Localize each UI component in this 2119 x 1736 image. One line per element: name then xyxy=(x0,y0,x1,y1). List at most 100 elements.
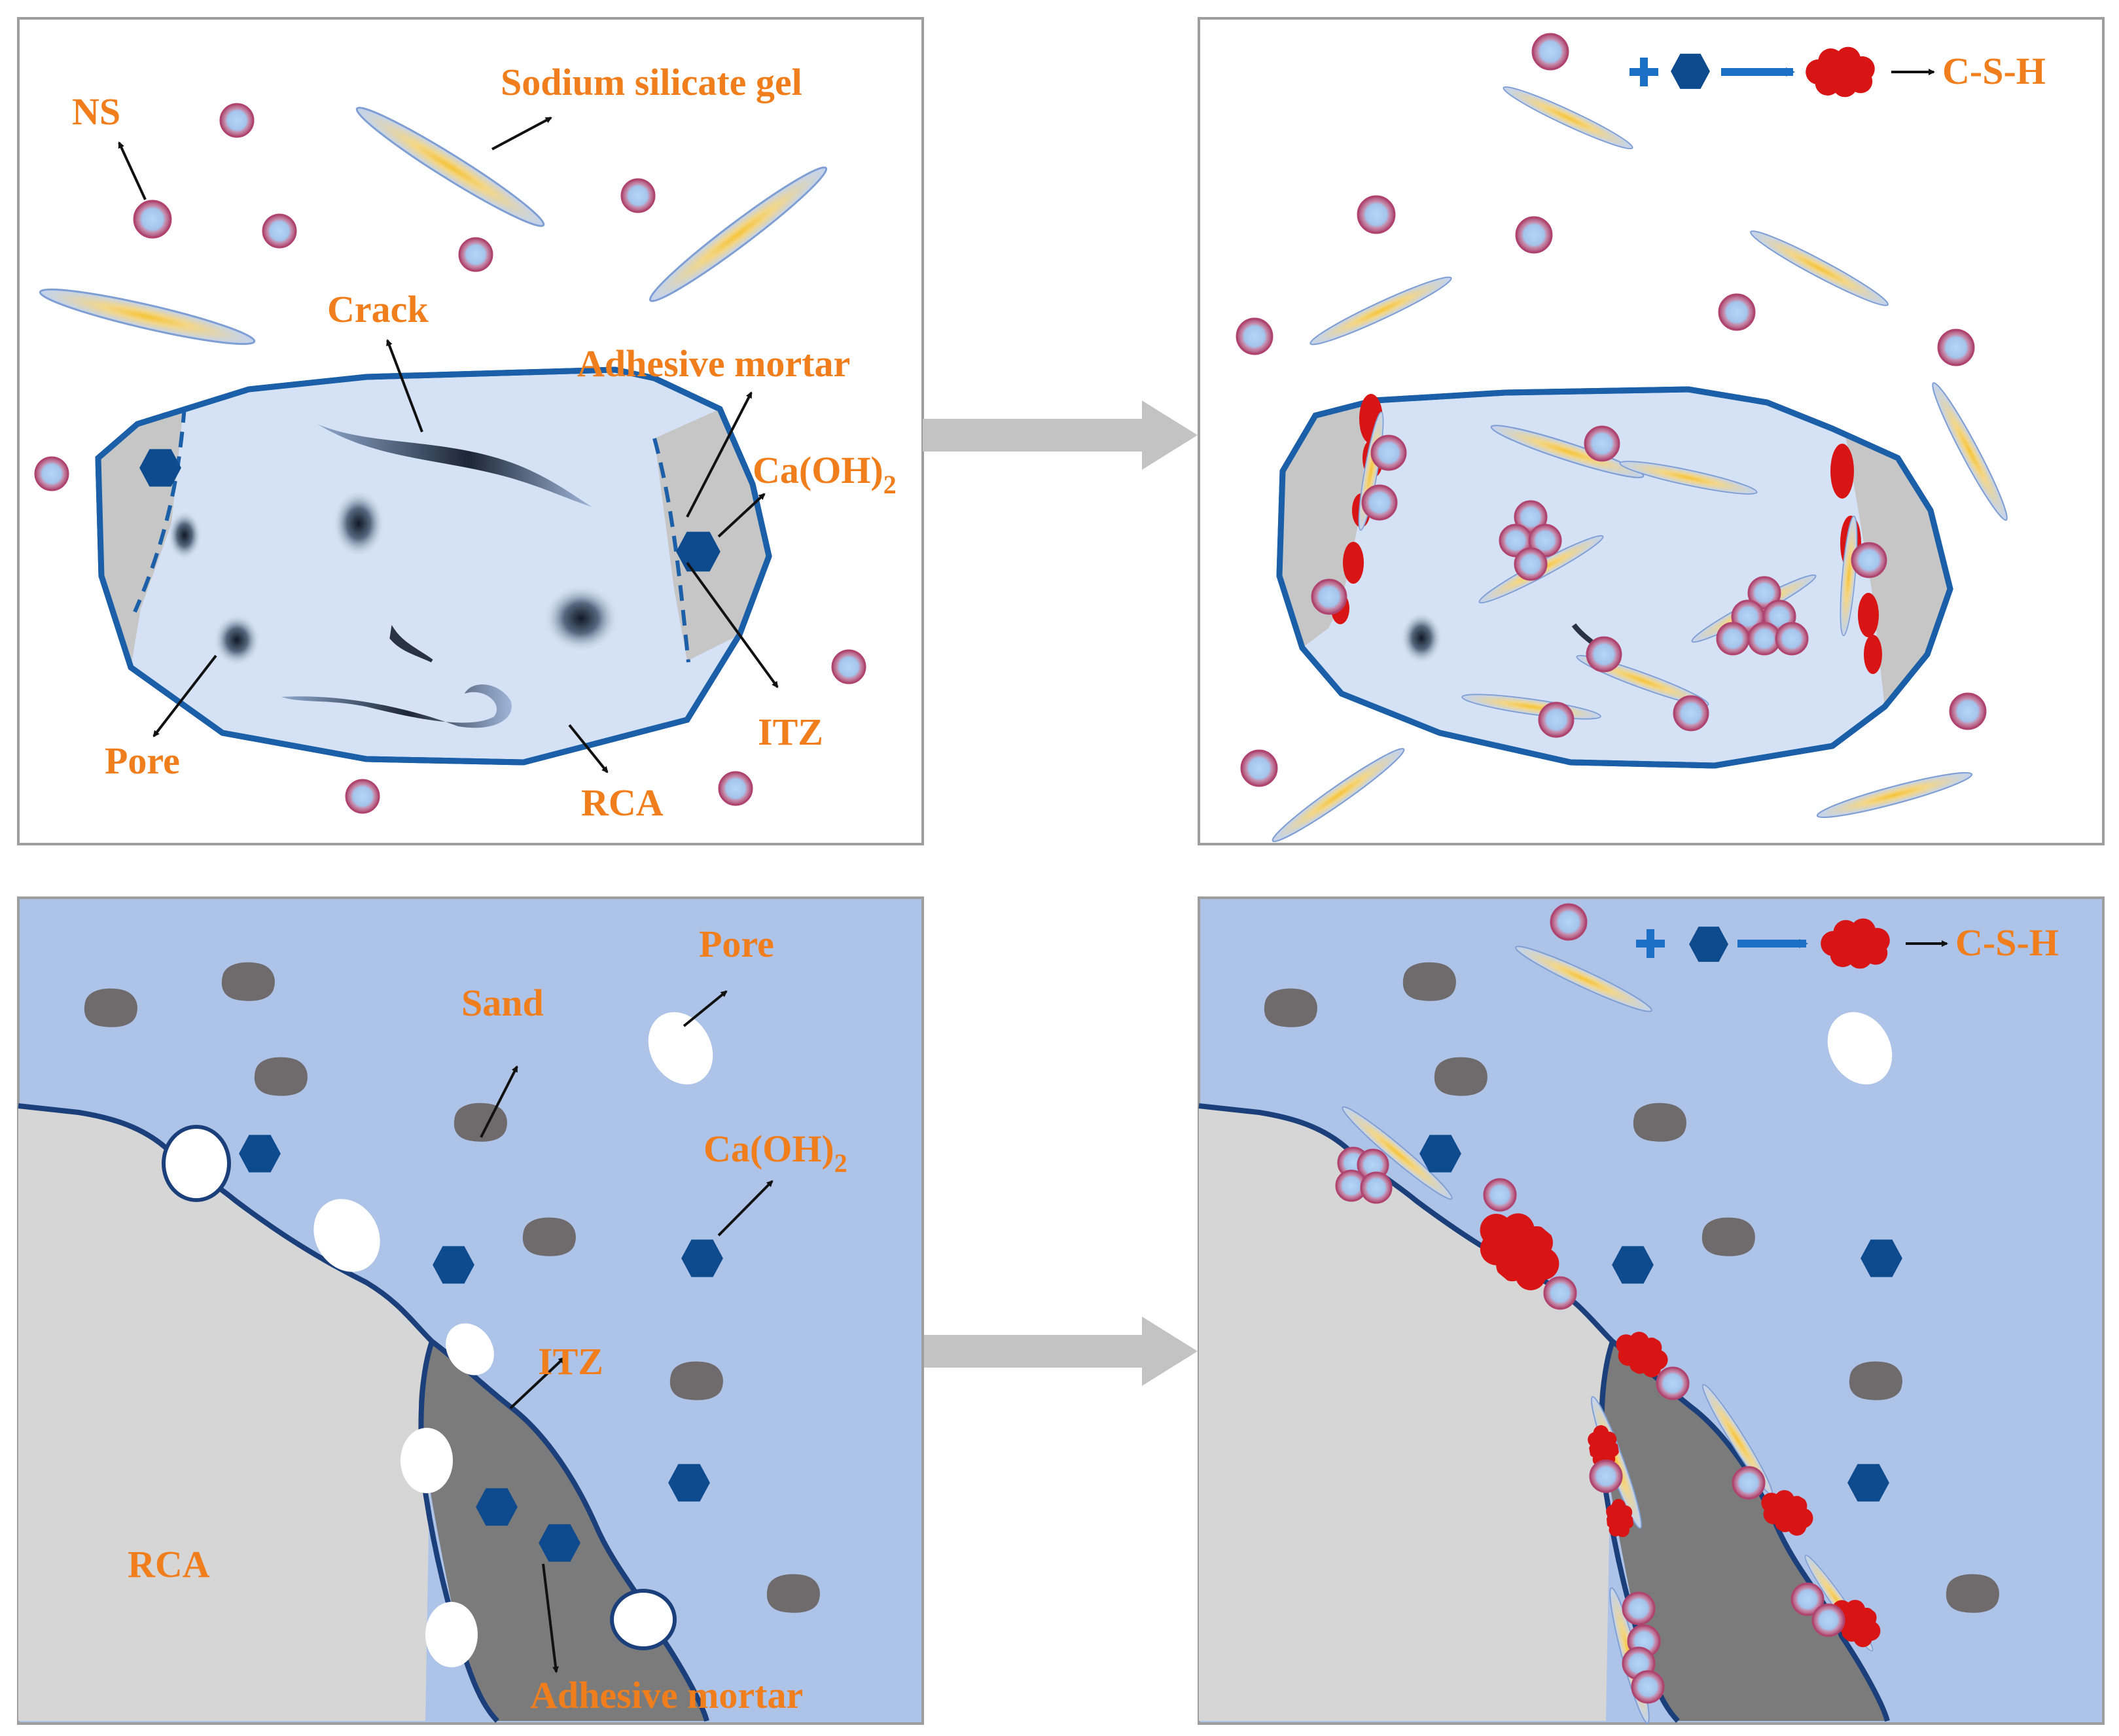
leader-lines xyxy=(480,990,774,1673)
plus-icon xyxy=(1636,929,1665,958)
pore xyxy=(610,1589,677,1650)
label-crack: Crack xyxy=(327,288,429,330)
ns-particle xyxy=(1586,636,1622,673)
ns-particle xyxy=(1550,903,1588,941)
sand-particle xyxy=(1946,1574,1999,1613)
ns-particle xyxy=(1718,293,1756,331)
panel-bottom-right: C-S-H xyxy=(1198,896,2105,1726)
ns-particle xyxy=(1622,1591,1656,1625)
label-pore: Pore xyxy=(105,739,180,782)
label-caoh2-main: Ca(OH) xyxy=(703,1127,834,1170)
ns-particle xyxy=(1236,317,1273,355)
crack xyxy=(389,625,433,663)
ns-particle xyxy=(1851,542,1887,578)
crack xyxy=(317,424,592,507)
pore xyxy=(213,614,260,666)
pore xyxy=(1827,1012,1893,1085)
leader-lines xyxy=(118,116,779,773)
label-caoh2: Ca(OH)2 xyxy=(703,1127,847,1178)
label-rca: RCA xyxy=(128,1543,210,1585)
ns-particle xyxy=(133,200,172,239)
ns-particle xyxy=(1811,1603,1845,1637)
pore xyxy=(543,584,619,652)
pore xyxy=(332,489,385,558)
sand-particle xyxy=(1402,962,1456,1001)
pore xyxy=(401,1428,453,1493)
sand-particle xyxy=(1434,1057,1487,1096)
label-rca: RCA xyxy=(581,781,664,824)
label-sodium-silicate-gel: Sodium silicate gel xyxy=(501,61,802,103)
label-adhesive-mortar: Adhesive mortar xyxy=(577,342,850,385)
ns-particle xyxy=(1514,547,1548,581)
itz-boundary xyxy=(133,406,187,613)
rca-region xyxy=(18,1106,432,1721)
ns-particle xyxy=(1531,33,1569,71)
ns-particle xyxy=(1370,434,1407,471)
pore xyxy=(425,1602,478,1667)
label-pore: Pore xyxy=(699,923,774,965)
label-itz: ITZ xyxy=(758,711,823,753)
ns-particle xyxy=(1775,622,1809,656)
reaction-equation: C-S-H xyxy=(1511,903,2059,1019)
pore xyxy=(168,510,202,560)
rca-particle-treated xyxy=(1276,386,1953,769)
sand-particle xyxy=(522,1217,576,1256)
pore xyxy=(1400,612,1442,664)
ns-particle xyxy=(219,103,255,138)
sand-particle xyxy=(84,988,137,1027)
pore xyxy=(446,1323,494,1375)
label-csh: C-S-H xyxy=(1955,921,2059,964)
pore xyxy=(648,1012,713,1085)
ns-particle xyxy=(1716,622,1750,656)
pore xyxy=(162,1125,231,1202)
ns-particle xyxy=(1656,1366,1690,1400)
sand-particle xyxy=(669,1361,723,1400)
ns-particle xyxy=(1515,216,1553,254)
pore xyxy=(313,1199,380,1272)
crack xyxy=(281,684,512,728)
sand-particle xyxy=(1701,1217,1755,1256)
ns-particle xyxy=(620,178,656,213)
label-itz: ITZ xyxy=(538,1340,603,1383)
sand-particle xyxy=(1264,988,1317,1027)
label-ns: NS xyxy=(72,90,120,133)
ns-particle xyxy=(1543,1276,1577,1310)
transition-arrow xyxy=(923,1317,1198,1386)
ns-particle xyxy=(1631,1670,1665,1704)
panel-bottom-left: Pore Sand Ca(OH)2 ITZ RCA Adhesive morta… xyxy=(17,896,924,1725)
ns-particle xyxy=(1732,1466,1766,1500)
ns-particle xyxy=(262,213,297,249)
plus-icon xyxy=(1629,58,1658,86)
panel-top-left: NS Sodium silicate gel Crack Adhesive mo… xyxy=(17,17,924,845)
rca-mortar-boundary xyxy=(418,1340,499,1723)
ns-particle xyxy=(1589,1459,1623,1493)
sand-particle xyxy=(1633,1103,1686,1142)
label-caoh2-subscript: 2 xyxy=(834,1148,847,1178)
panel-top-right: C-S-H xyxy=(1198,17,2105,849)
ns-particle xyxy=(1360,1171,1393,1204)
ns-particle xyxy=(1357,195,1396,234)
ns-particle xyxy=(1937,328,1975,366)
ns-particle xyxy=(345,779,380,814)
ns-particle xyxy=(34,456,69,491)
ns-particle xyxy=(1240,749,1278,787)
label-caoh2-main: Ca(OH) xyxy=(753,449,883,491)
itz-boundary xyxy=(652,438,690,663)
ns-particle xyxy=(1584,425,1620,462)
label-caoh2: Ca(OH)2 xyxy=(753,449,897,499)
ns-particle xyxy=(1673,695,1709,732)
sand-particle xyxy=(221,962,275,1001)
sand-particle xyxy=(1849,1361,1902,1400)
reaction-equation: C-S-H xyxy=(1499,33,2046,156)
rca-particle xyxy=(95,366,772,766)
ns-particle xyxy=(1949,692,1987,730)
ns-particle xyxy=(458,237,493,272)
rca-region xyxy=(1199,1106,1612,1721)
ns-particle xyxy=(1483,1178,1517,1212)
ns-particle xyxy=(1538,701,1575,738)
transition-arrow xyxy=(923,400,1198,470)
label-caoh2-subscript: 2 xyxy=(883,470,897,499)
ns-particle xyxy=(718,771,753,806)
ns-particle xyxy=(831,649,866,684)
